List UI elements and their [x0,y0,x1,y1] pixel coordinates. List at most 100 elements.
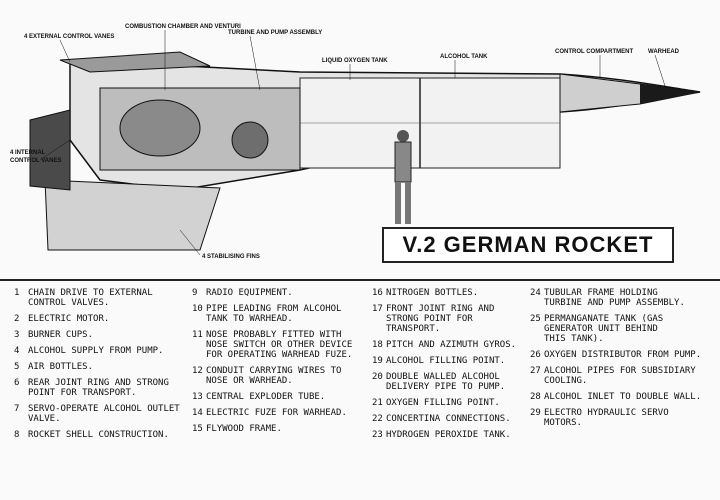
legend-item-number: 2 [14,314,20,324]
legend-item-number: 13 [192,392,203,402]
legend-item-text: ALCOHOL INLET TO DOUBLE WALL. [544,392,702,402]
rocket-body [29,51,701,251]
label-warhead: WARHEAD [648,49,680,55]
legend-item: 8 ROCKET SHELL CONSTRUCTION. [14,430,192,440]
legend-item: 5 AIR BOTTLES. [14,362,192,372]
legend-item-number: 17 [372,304,383,314]
legend-item-text: PERMANGANATE TANK (GAS GENERATOR UNIT BE… [544,314,664,344]
legend-item-text: NITROGEN BOTTLES. [386,288,479,298]
legend-item-text: ELECTRIC FUZE FOR WARHEAD. [206,408,347,418]
label-external-vanes: 4 EXTERNAL CONTROL VANES [24,34,114,40]
legend-item-number: 7 [14,404,20,414]
label-turbine-pump: TURBINE AND PUMP ASSEMBLY [228,30,322,36]
legend-item-text: DOUBLE WALLED ALCOHOL DELIVERY PIPE TO P… [386,372,506,392]
legend-item-number: 14 [192,408,203,418]
label-oxygen-tank: LIQUID OXYGEN TANK [322,58,388,64]
legend-item: 2 ELECTRIC MOTOR. [14,314,192,324]
legend-item-text: ALCOHOL FILLING POINT. [386,356,506,366]
legend-item-number: 16 [372,288,383,298]
legend-item-text: OXYGEN FILLING POINT. [386,398,500,408]
legend-item-number: 12 [192,366,203,376]
label-control-compartment: CONTROL COMPARTMENT [555,49,633,55]
legend-item-text: OXYGEN DISTRIBUTOR FROM PUMP. [544,350,702,360]
legend-item-number: 1 [14,288,20,298]
legend: 1 CHAIN DRIVE TO EXTERNAL CONTROL VALVES.… [0,280,720,500]
page-title: V.2 GERMAN ROCKET [402,232,654,257]
legend-item-text: REAR JOINT RING AND STRONG POINT FOR TRA… [28,378,169,398]
legend-item-number: 21 [372,398,383,408]
legend-item-text: ELECTRIC MOTOR. [28,314,110,324]
legend-item: 7 SERVO-OPERATE ALCOHOL OUTLET VALVE. [14,404,192,424]
legend-item-text: ALCOHOL SUPPLY FROM PUMP. [28,346,164,356]
legend-item-text: ALCOHOL PIPES FOR SUBSIDIARY COOLING. [544,366,696,386]
label-internal-vanes-1: 4 INTERNAL [10,150,46,156]
legend-item-number: 29 [530,408,541,418]
legend-item-number: 25 [530,314,541,324]
legend-item-number: 4 [14,346,20,356]
legend-item-text: CENTRAL EXPLODER TUBE. [206,392,326,402]
legend-item-number: 9 [192,288,198,298]
legend-item: 1 CHAIN DRIVE TO EXTERNAL CONTROL VALVES. [14,288,192,308]
legend-column-1: 1 CHAIN DRIVE TO EXTERNAL CONTROL VALVES.… [14,288,192,446]
legend-item-text: CONCERTINA CONNECTIONS. [386,414,511,424]
legend-item-number: 18 [372,340,383,350]
legend-item-number: 15 [192,424,203,434]
legend-item-number: 26 [530,350,541,360]
legend-item-text: FLYWOOD FRAME. [206,424,282,434]
legend-item-text: PITCH AND AZIMUTH GYROS. [386,340,517,350]
legend-item: 6 REAR JOINT RING AND STRONG POINT FOR TR… [14,378,192,398]
legend-item-number: 23 [372,430,383,440]
legend-item-text: BURNER CUPS. [28,330,94,340]
legend-item-number: 20 [372,372,383,382]
legend-item-text: CHAIN DRIVE TO EXTERNAL CONTROL VALVES. [28,288,153,308]
rocket-cutaway-drawing: 4 EXTERNAL CONTROL VANES COMBUSTION CHAM… [10,24,701,260]
legend-item-text: RADIO EQUIPMENT. [206,288,293,298]
legend-item-number: 10 [192,304,203,314]
label-stabilising-fins: 4 STABILISING FINS [202,254,260,260]
legend-item-text: PIPE LEADING FROM ALCOHOL TANK TO WARHEA… [206,304,342,324]
legend-item-text: HYDROGEN PEROXIDE TANK. [386,430,511,440]
legend-item-text: AIR BOTTLES. [28,362,94,372]
legend-item-number: 28 [530,392,541,402]
legend-item-text: ROCKET SHELL CONSTRUCTION. [28,430,169,440]
divider [0,279,720,281]
legend-item-number: 8 [14,430,20,440]
legend-item-text: CONDUIT CARRYING WIRES TO NOSE OR WARHEA… [206,366,342,386]
legend-item-text: FRONT JOINT RING AND STRONG POINT FOR TR… [386,304,495,334]
legend-item-number: 11 [192,330,203,340]
legend-item-number: 24 [530,288,541,298]
label-combustion-chamber: COMBUSTION CHAMBER AND VENTURI [125,24,241,30]
legend-item-number: 19 [372,356,383,366]
legend-item-number: 22 [372,414,383,424]
legend-item-text: SERVO-OPERATE ALCOHOL OUTLET VALVE. [28,404,180,424]
leader-lines [39,30,666,256]
label-internal-vanes-2: CONTROL VANES [10,158,61,164]
legend-item: 9 RADIO EQUIPMENT. [192,288,370,298]
legend-item-number: 5 [14,362,20,372]
legend-item: 4 ALCOHOL SUPPLY FROM PUMP. [14,346,192,356]
label-alcohol-tank: ALCOHOL TANK [440,54,488,60]
legend-item-number: 27 [530,366,541,376]
legend-item-number: 6 [14,378,20,388]
